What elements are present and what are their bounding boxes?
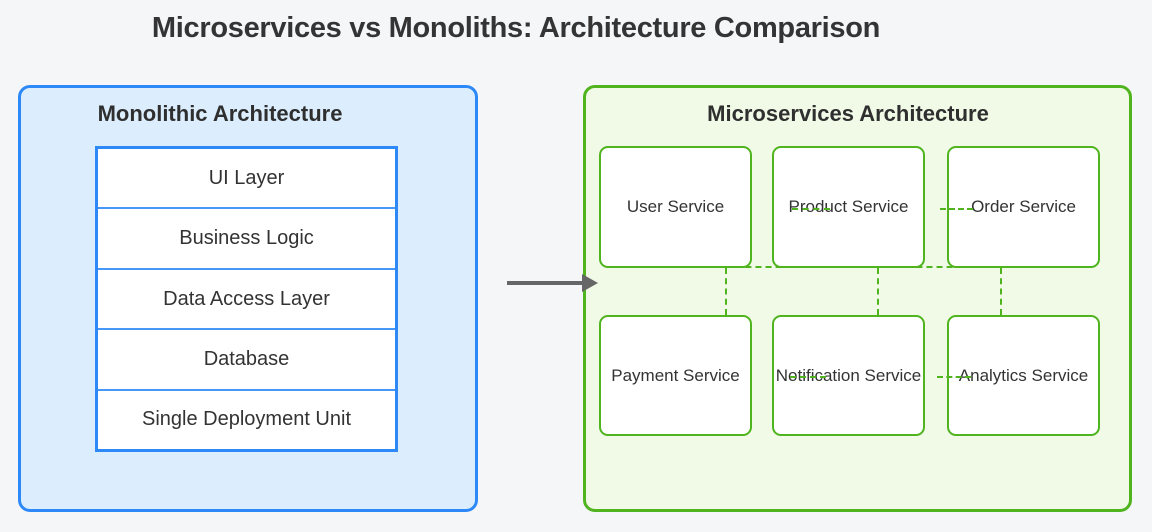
layer-data-access: Data Access Layer [98,270,395,331]
connector-fragment-analytics [937,376,971,378]
node-notification-service: Notification Service [772,315,925,436]
connector-vertical-2 [877,268,879,315]
monolith-layer-stack: UI Layer Business Logic Data Access Laye… [95,146,398,452]
connector-fragment-notification [790,376,826,378]
layer-single-deployment-unit: Single Deployment Unit [142,408,351,431]
microservices-heading: Microservices Architecture [707,101,989,126]
node-payment-service: Payment Service [599,315,752,436]
layer-database: Database [98,330,395,391]
node-user-service: User Service [599,146,752,268]
connector-vertical-1 [725,268,727,315]
comparison-arrow-head-icon [582,274,598,292]
node-analytics-service: Analytics Service [947,315,1100,436]
layer-ui: UI Layer [98,149,395,210]
diagram-title: Microservices vs Monoliths: Architecture… [151,12,881,44]
connector-fragment-product [792,208,830,210]
connector-fragment-order [940,208,973,210]
connector-vertical-3 [1000,268,1002,315]
node-product-service: Product Service [772,146,925,268]
layer-business-logic: Business Logic [98,209,395,270]
node-order-service: Order Service [947,146,1100,268]
comparison-arrow-line [507,281,583,285]
monolithic-heading: Monolithic Architecture [97,101,343,126]
